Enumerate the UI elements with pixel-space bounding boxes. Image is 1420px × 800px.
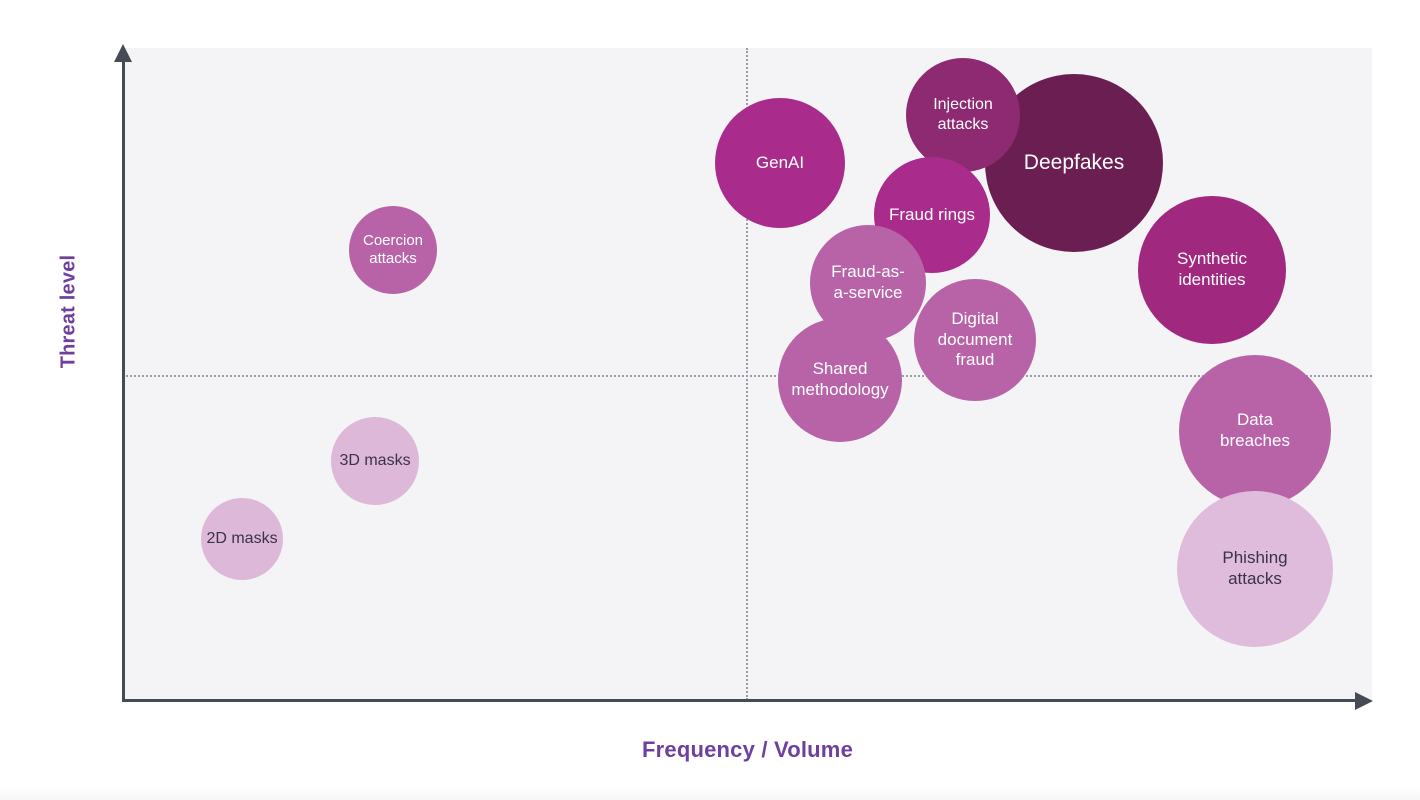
bubble-label: Coercion attacks — [362, 231, 424, 267]
bubble[interactable]: Shared methodology — [778, 318, 902, 442]
y-axis-line — [122, 60, 125, 701]
bubble-label: Fraud-as- a-service — [831, 262, 905, 302]
bubble-label: Synthetic identities — [1177, 249, 1247, 289]
bubble[interactable]: Data breaches — [1179, 355, 1331, 507]
bubble[interactable]: Coercion attacks — [349, 206, 437, 294]
bubble[interactable]: 2D masks — [201, 498, 283, 580]
bubble-label: Fraud rings — [889, 204, 975, 224]
x-axis-arrow-icon — [1355, 692, 1373, 710]
bubble[interactable]: Phishing attacks — [1177, 491, 1333, 647]
bubble[interactable]: Synthetic identities — [1138, 196, 1286, 344]
bubble[interactable]: Injection attacks — [906, 58, 1020, 172]
bubble-label: GenAI — [755, 152, 805, 172]
y-axis-arrow-icon — [114, 44, 132, 62]
x-axis-title: Frequency / Volume — [641, 737, 854, 762]
bubble-label: Deepfakes — [1023, 151, 1125, 175]
bubble[interactable]: Digital document fraud — [914, 279, 1036, 401]
bubble[interactable]: GenAI — [715, 98, 845, 228]
x-axis-line — [122, 699, 1356, 702]
bubble-label: Data breaches — [1220, 410, 1290, 450]
bubble[interactable]: 3D masks — [331, 417, 419, 505]
bubble-label: Shared methodology — [791, 359, 889, 399]
bubble[interactable]: Fraud rings — [874, 157, 990, 273]
quadrant-divider-vertical — [746, 48, 748, 700]
bubble-label: 2D masks — [206, 530, 278, 548]
bubble-label: Phishing attacks — [1222, 548, 1288, 588]
y-axis-title: Threat level — [57, 254, 80, 369]
bubble-label: Digital document fraud — [937, 308, 1013, 370]
bubble-label: 3D masks — [339, 452, 411, 470]
bubble-label: Injection attacks — [933, 96, 993, 133]
quadrant-divider-horizontal — [123, 375, 1372, 377]
footer-band — [0, 786, 1420, 800]
